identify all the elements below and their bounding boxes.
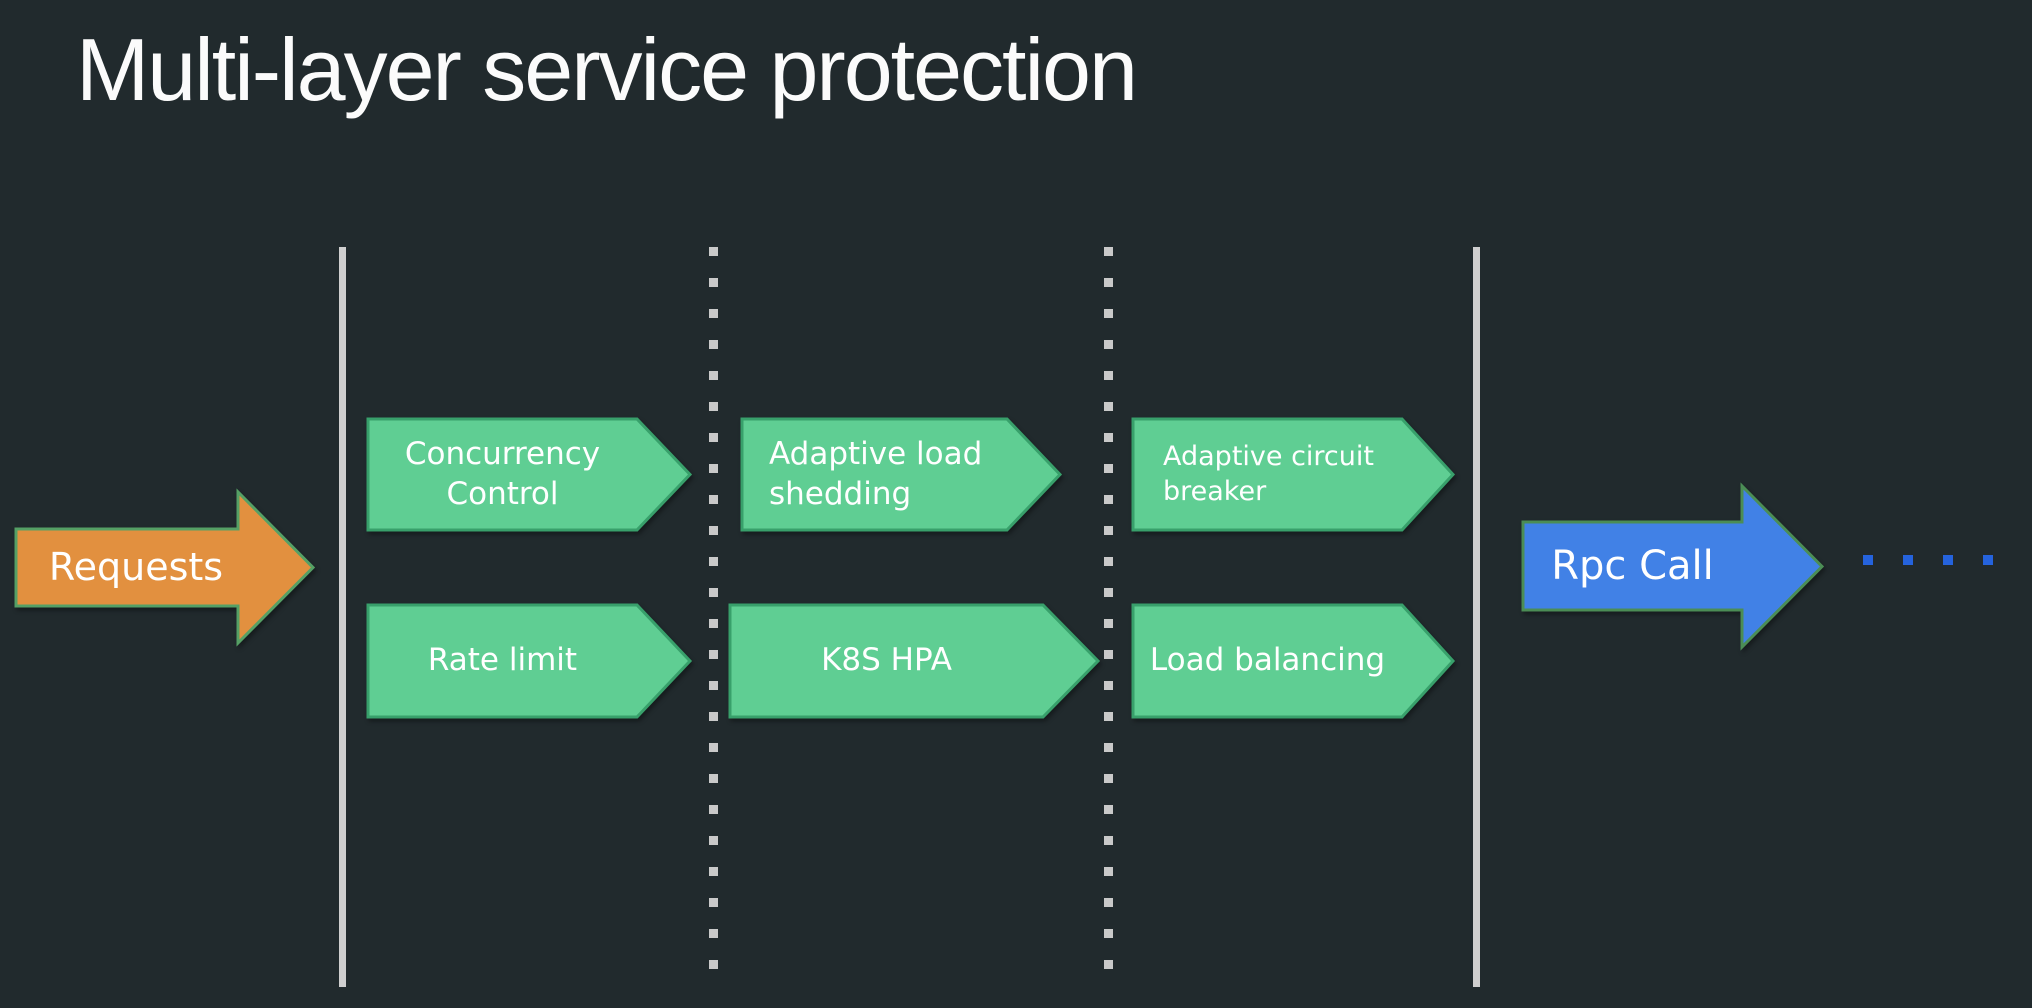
stage-rate-limit: Rate limit (366, 603, 693, 719)
stage-k8s-hpa: K8S HPA (728, 603, 1101, 719)
right-arrow-shape (14, 488, 316, 647)
right-arrow-shape (1521, 482, 1825, 651)
separator-dotted-line-1 (709, 247, 718, 969)
pentagon-shape (728, 603, 1101, 719)
continuation-dot (1903, 555, 1913, 565)
stage-label: Concurrency Control (404, 436, 601, 512)
rpc-call-arrow-label: Rpc Call (1551, 542, 1714, 589)
separator-dotted-line-2 (1104, 247, 1113, 969)
continuation-dot (1863, 555, 1873, 565)
continuation-dots (1863, 555, 1993, 565)
requests-arrow-label: Requests (48, 545, 224, 590)
continuation-dot (1983, 555, 1993, 565)
stage-concurrency-control: Concurrency Control (366, 417, 693, 532)
slide-title: Multi-layer service protection (76, 20, 1138, 119)
separator-line-left (339, 247, 346, 987)
pentagon-shape (366, 417, 693, 532)
stage-adaptive-circuit-breaker: Adaptive circuit breaker (1131, 417, 1456, 532)
rpc-call-arrow: Rpc Call (1521, 482, 1825, 651)
pentagon-shape (1131, 417, 1456, 532)
requests-arrow: Requests (14, 488, 316, 647)
separator-line-right (1473, 247, 1480, 987)
stage-label: Rate limit (427, 642, 578, 679)
stage-load-balancing: Load balancing (1131, 603, 1456, 719)
pentagon-shape (740, 417, 1063, 532)
pentagon-shape (366, 603, 693, 719)
stage-adaptive-load-shedding: Adaptive load shedding (740, 417, 1063, 532)
stage-label: K8S HPA (821, 642, 952, 679)
continuation-dot (1943, 555, 1953, 565)
pentagon-shape (1131, 603, 1456, 719)
stage-label: Adaptive circuit breaker (1163, 441, 1374, 507)
stage-label: Load balancing (1149, 642, 1386, 679)
stage-label: Adaptive load shedding (769, 436, 983, 512)
